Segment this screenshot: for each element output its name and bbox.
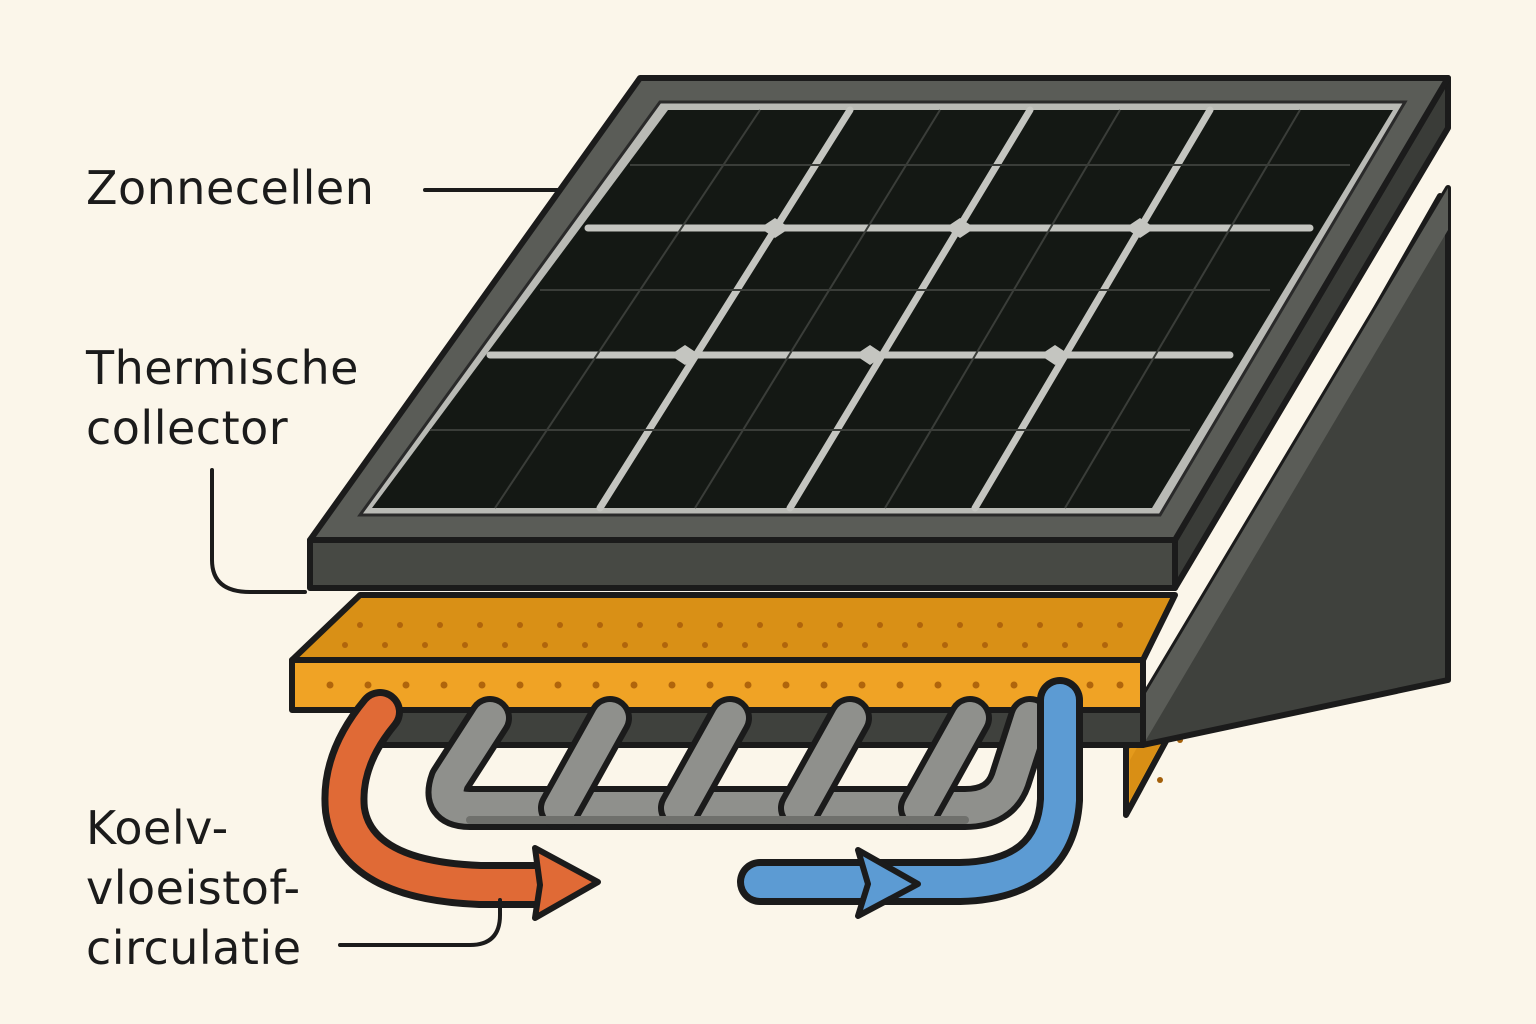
label-coolant-line-1: Koelv- xyxy=(86,801,229,855)
coolant-pipe xyxy=(425,696,1052,830)
label-coolant-circulation: Koelv- vloeistof- circulatie xyxy=(86,798,302,978)
leader-lines xyxy=(210,188,562,947)
label-thermal-collector-line-2: collector xyxy=(86,401,289,455)
solar-panel xyxy=(307,75,1451,591)
hot-flow-arrow-icon xyxy=(321,689,601,921)
leader-coolant xyxy=(338,898,502,947)
leader-thermal-collector xyxy=(210,468,307,594)
label-solar-cells: Zonnecellen xyxy=(86,158,374,218)
label-thermal-collector: Thermische collector xyxy=(86,338,359,458)
label-coolant-line-2: vloeistof- xyxy=(86,861,301,915)
label-thermal-collector-line-1: Thermische xyxy=(86,341,359,395)
label-coolant-line-3: circulatie xyxy=(86,921,302,975)
cold-flow-arrow-icon xyxy=(737,677,1083,919)
thermal-collector-block xyxy=(289,592,1178,713)
label-solar-cells-text: Zonnecellen xyxy=(86,161,375,215)
